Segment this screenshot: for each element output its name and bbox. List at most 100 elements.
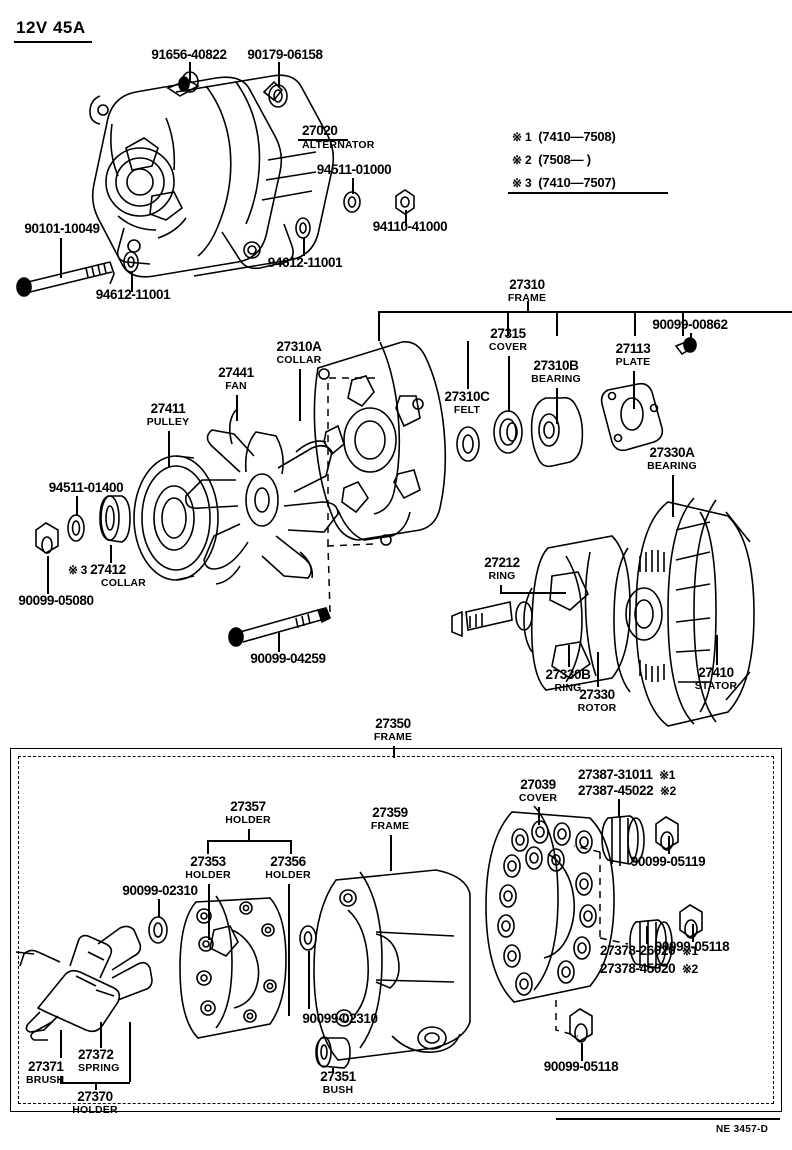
leader-27378 [646, 926, 648, 944]
part-90099-05118-b: 90099-05118 [543, 1059, 619, 1074]
notes-underline [508, 192, 668, 194]
leader-27310B [556, 388, 558, 424]
frame-bracket-top [378, 311, 792, 313]
part-27378-45020-num: 27378-45020 [600, 961, 676, 976]
leader-90099-05118-b [581, 1043, 583, 1061]
part-27020: 27020 [302, 123, 338, 138]
leader-27411 [168, 431, 170, 467]
bracket-27370-stem [95, 1082, 97, 1090]
part-27378-45020-mark: ※2 [681, 962, 698, 976]
frame-stem [527, 301, 529, 311]
leader-27387 [618, 799, 620, 817]
part-27359: 27359 [372, 805, 408, 820]
bracket-holder-left [207, 840, 209, 854]
part-27353: 27353 [190, 854, 226, 869]
part-27350-name: FRAME [373, 731, 413, 743]
part-90101-10049: 90101-10049 [24, 221, 100, 236]
part-27372-name: SPRING [78, 1062, 120, 1074]
note-2-mark: ※ 2 [512, 153, 532, 167]
part-27039: 27039 [520, 777, 556, 792]
part-27371: 27371 [28, 1059, 64, 1074]
part-27378-26020-num: 27378-26020 [600, 943, 676, 958]
part-27387-45022: 27387-45022 ※2 [578, 784, 676, 798]
part-27359-name: FRAME [370, 820, 410, 832]
part-27378-26020-mark: ※1 [681, 944, 698, 958]
part-94511-01400: 94511-01400 [48, 480, 124, 495]
part-27310B-name: BEARING [531, 373, 581, 385]
leader-90099-04259 [278, 632, 280, 652]
note-1-mark: ※ 1 [512, 130, 532, 144]
part-27387-31011: 27387-31011 ※1 [578, 768, 675, 782]
part-27356: 27356 [270, 854, 306, 869]
part-27310C-name: FELT [453, 404, 481, 416]
part-27370-name: HOLDER [72, 1104, 118, 1116]
part-27330A-name: BEARING [647, 460, 697, 472]
part-27310: 27310 [509, 277, 545, 292]
leader-27359 [390, 835, 392, 871]
frame-bracket-right [682, 311, 684, 336]
part-27410-name: STATOR [694, 680, 738, 692]
part-27351-name: BUSH [322, 1084, 354, 1096]
part-27310C: 27310C [444, 389, 490, 404]
leader-27113 [633, 371, 635, 409]
part-27020-name: ALTERNATOR [302, 139, 375, 151]
part-27353-name: HOLDER [185, 869, 231, 881]
leader-94511-01000 [352, 178, 354, 194]
part-27330A: 27330A [649, 445, 695, 460]
leader-27372 [100, 1022, 102, 1048]
part-27378-26020: 27378-26020 ※1 [600, 944, 698, 958]
leader-27330A [672, 475, 674, 517]
leader-27212-stub [500, 585, 502, 593]
part-27356-name: HOLDER [265, 869, 311, 881]
part-27350: 27350 [375, 716, 411, 731]
bottom-section-box [10, 748, 782, 1112]
footer-rule [556, 1118, 780, 1121]
bracket-holder-group [207, 840, 291, 842]
part-27039-name: COVER [518, 792, 558, 804]
leader-27351 [332, 1068, 334, 1072]
frame-bracket-t2 [556, 311, 558, 336]
frame-bracket-left [378, 311, 380, 341]
leader-90099-02310-b [308, 951, 310, 1009]
part-27411: 27411 [150, 401, 186, 416]
part-90099-04259: 90099-04259 [250, 651, 326, 666]
part-27310A: 27310A [276, 339, 322, 354]
diagram-code: NE 3457-D [716, 1124, 769, 1135]
bracket-27370-l [60, 1076, 62, 1083]
leader-94110 [405, 210, 407, 226]
leader-27330B [568, 645, 570, 667]
part-94612-11001-a: 94612-11001 [267, 255, 343, 270]
part-27441: 27441 [218, 365, 254, 380]
part-94511-01000: 94511-01000 [316, 162, 392, 177]
part-27212: 27212 [484, 555, 520, 570]
bottom-section-dashed-box [18, 756, 774, 1104]
leader-27357 [248, 829, 250, 841]
part-27412-mark: ※ 3 27412 [68, 563, 126, 577]
part-27113-name: PLATE [615, 356, 651, 368]
leader-27350 [393, 746, 395, 758]
part-27330B: 27330B [545, 667, 591, 682]
leader-27356 [288, 884, 290, 1016]
mark-3: ※ 3 [68, 563, 87, 577]
note-1-range: (7410—7508) [538, 129, 616, 144]
leader-94612-left [131, 272, 133, 292]
leader-27310A [299, 369, 301, 421]
part-27113: 27113 [615, 341, 651, 356]
leader-27410 [716, 635, 718, 665]
part-27310-name: FRAME [507, 292, 547, 304]
page-title: 12V 45A [14, 18, 92, 43]
leader-27412 [110, 545, 112, 563]
leader-27330 [597, 652, 599, 687]
leader-27315 [508, 356, 510, 412]
leader-90099-00862 [690, 333, 692, 341]
leader-91656 [189, 62, 191, 82]
leader-27212 [500, 592, 566, 594]
part-27315-name: COVER [488, 341, 528, 353]
part-27370: 27370 [77, 1089, 113, 1104]
part-27412-name: COLLAR [101, 577, 146, 589]
part-90099-05119: 90099-05119 [630, 854, 706, 869]
leader-90099-05080 [47, 556, 49, 594]
leader-90099-05119 [668, 836, 670, 854]
